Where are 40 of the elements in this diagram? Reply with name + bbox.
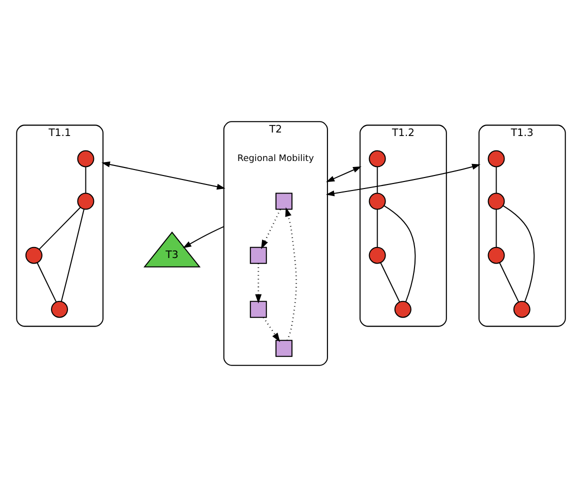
arrow — [182, 226, 224, 248]
node-box — [250, 300, 267, 318]
node-box — [275, 192, 292, 210]
connector — [60, 208, 84, 302]
node-circle — [77, 150, 94, 167]
connector — [496, 209, 497, 247]
node-circle — [488, 246, 505, 264]
connector — [380, 262, 400, 302]
node-box — [275, 339, 292, 356]
arrow — [326, 163, 480, 196]
node-circle — [77, 192, 94, 210]
arrow — [255, 263, 262, 303]
arrow — [101, 161, 226, 190]
node-circle — [394, 300, 412, 318]
cluster: T1.2 — [360, 124, 447, 326]
cluster: T1.3 — [478, 124, 566, 326]
node-circle — [513, 300, 530, 318]
connector — [38, 206, 81, 250]
node-circle — [488, 150, 505, 167]
node-circle — [368, 246, 386, 264]
connector — [499, 262, 520, 302]
cluster: T1.1 — [16, 124, 104, 326]
connector — [502, 204, 535, 302]
node-box — [250, 246, 267, 264]
node-circle — [25, 246, 42, 264]
connector — [384, 204, 416, 302]
node-circle — [488, 192, 505, 210]
connector — [85, 166, 86, 193]
connector — [496, 166, 497, 193]
label: Regional Mobility — [237, 154, 314, 164]
arrow — [285, 206, 297, 340]
connector — [376, 209, 378, 247]
node-circle — [51, 300, 68, 318]
connector — [36, 262, 57, 302]
arrow — [262, 316, 280, 342]
arrow — [326, 166, 362, 182]
connector — [376, 166, 378, 193]
node-circle — [368, 150, 386, 167]
arrow — [261, 208, 281, 249]
node-circle — [368, 192, 386, 210]
